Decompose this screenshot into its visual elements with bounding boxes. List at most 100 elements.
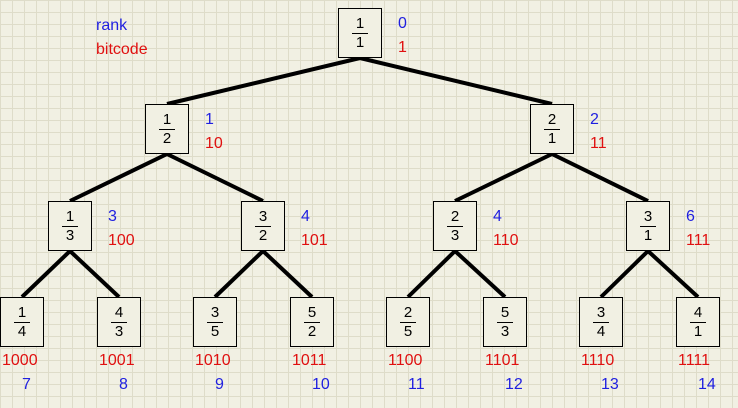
numerator: 3	[596, 304, 606, 321]
tree-edge	[406, 249, 457, 299]
fraction-bar	[400, 322, 416, 323]
node-rank: 7	[22, 376, 31, 393]
node-rank: 8	[119, 376, 128, 393]
node-rank: 4	[493, 208, 502, 225]
node-rank: 1	[205, 111, 214, 128]
node-rank: 12	[505, 376, 523, 393]
tree-edge	[69, 152, 168, 203]
node-bitcode: 1100	[388, 352, 423, 369]
node-rank: 14	[698, 376, 716, 393]
denominator: 4	[17, 323, 27, 340]
tree-edge	[359, 56, 553, 106]
tree-edge	[646, 249, 700, 299]
node-bitcode: 11	[590, 135, 607, 152]
numerator: 2	[450, 208, 460, 225]
numerator: 5	[307, 304, 317, 321]
tree-edge	[166, 56, 361, 106]
node-bitcode: 1001	[99, 352, 135, 369]
node-bitcode: 110	[493, 232, 519, 249]
numerator: 1	[162, 111, 172, 128]
tree-edge	[454, 152, 553, 203]
fraction-bar	[497, 322, 513, 323]
numerator: 3	[643, 208, 653, 225]
denominator: 3	[450, 227, 460, 244]
fraction-bar	[447, 226, 463, 227]
denominator: 1	[547, 130, 557, 147]
denominator: 2	[162, 130, 172, 147]
numerator: 2	[547, 111, 557, 128]
node-rank: 11	[408, 376, 425, 393]
denominator: 1	[355, 34, 365, 51]
node-rank: 10	[312, 376, 330, 393]
tree-edge	[551, 152, 649, 203]
fraction-bar	[593, 322, 609, 323]
tree-edge	[20, 249, 72, 299]
tree-edge	[453, 249, 507, 299]
node-rank: 4	[301, 208, 310, 225]
tree-edge	[166, 152, 264, 203]
denominator: 5	[210, 323, 220, 340]
node-bitcode: 1110	[581, 352, 615, 369]
numerator: 3	[258, 208, 268, 225]
numerator: 2	[403, 304, 413, 321]
tree-edge	[599, 249, 650, 299]
fraction-bar	[352, 33, 368, 34]
tree-edge	[68, 249, 121, 299]
node-rank: 2	[590, 111, 599, 128]
node-rank: 9	[215, 376, 224, 393]
node-rank: 13	[601, 376, 619, 393]
denominator: 4	[596, 323, 606, 340]
numerator: 1	[17, 304, 27, 321]
fraction-bar	[544, 129, 560, 130]
fraction-bar	[640, 226, 656, 227]
node-rank: 3	[108, 208, 117, 225]
numerator: 4	[693, 304, 703, 321]
numerator: 5	[500, 304, 510, 321]
node-bitcode: 1111	[678, 352, 711, 369]
node-bitcode: 111	[686, 232, 711, 249]
fraction-bar	[111, 322, 127, 323]
node-bitcode: 101	[301, 232, 328, 249]
denominator: 1	[693, 323, 703, 340]
numerator: 1	[65, 208, 75, 225]
node-bitcode: 100	[108, 232, 135, 249]
node-bitcode: 1000	[2, 352, 38, 369]
denominator: 5	[403, 323, 413, 340]
node-rank: 0	[398, 15, 407, 32]
node-bitcode: 1	[398, 39, 407, 56]
numerator: 3	[210, 304, 220, 321]
node-bitcode: 1101	[485, 352, 520, 369]
tree-edge	[261, 249, 314, 299]
denominator: 3	[500, 323, 510, 340]
denominator: 3	[65, 227, 75, 244]
tree-edge	[213, 249, 265, 299]
node-bitcode: 1011	[292, 352, 327, 369]
legend-rank: rank	[96, 17, 128, 34]
denominator: 2	[258, 227, 268, 244]
fraction-bar	[304, 322, 320, 323]
fraction-bar	[62, 226, 78, 227]
fraction-bar	[690, 322, 706, 323]
fraction-bar	[255, 226, 271, 227]
node-rank: 6	[686, 208, 695, 225]
fraction-bar	[159, 129, 175, 130]
denominator: 3	[114, 323, 124, 340]
legend-bitcode: bitcode	[96, 41, 148, 58]
fraction-bar	[207, 322, 223, 323]
node-bitcode: 1010	[195, 352, 231, 369]
